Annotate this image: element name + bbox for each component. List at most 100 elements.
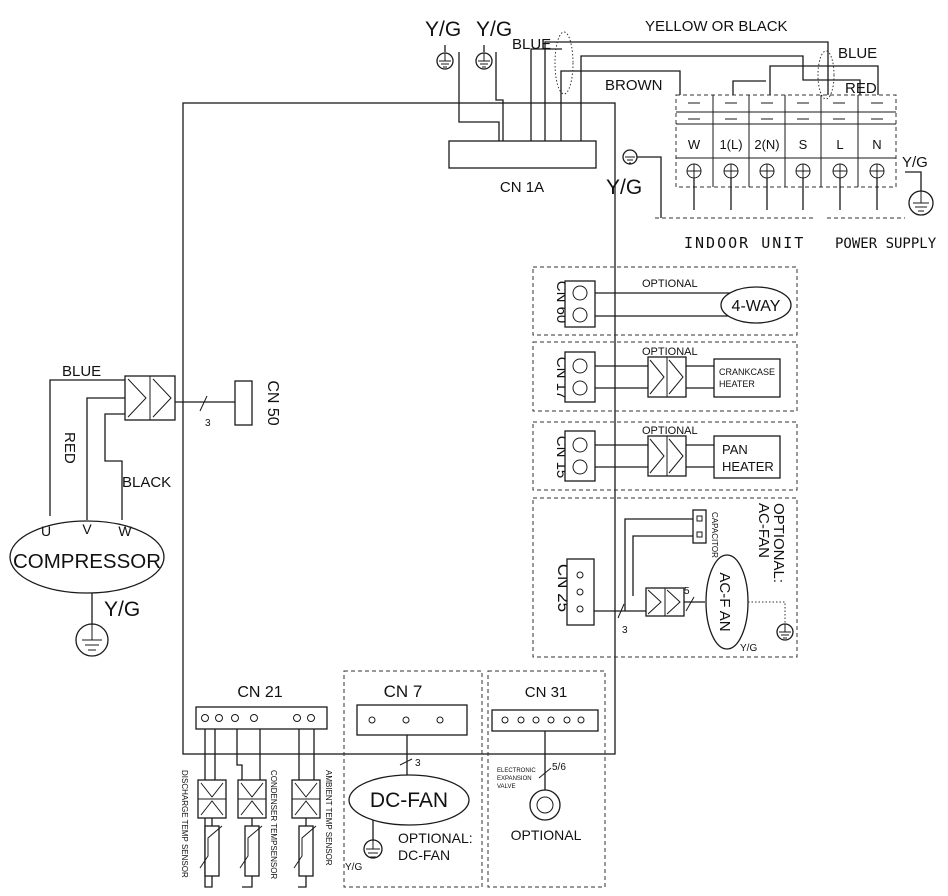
cable-bundle-right <box>817 50 835 100</box>
crankcase-heater-line2: HEATER <box>719 379 755 389</box>
sensor-discharge-label: DISCHARGE TEMP SENSOR <box>180 770 189 878</box>
cn15-optional-label: OPTIONAL <box>642 425 698 437</box>
terminal-label-n: N <box>872 137 881 152</box>
main-pcb-outline <box>182 102 616 755</box>
eev-optional-label: OPTIONAL <box>511 827 582 843</box>
cn31-wire-count: 5/6 <box>552 762 566 773</box>
compressor-label: COMPRESSOR <box>13 551 161 573</box>
wire-label-yellow-or-black: YELLOW OR BLACK <box>645 18 788 35</box>
capacitor-label: CAPACITOR <box>710 512 719 558</box>
eev-label-line2: EXPANSION <box>497 776 532 782</box>
optional-dcfan-line2: DC-FAN <box>398 847 450 863</box>
ground-icon-power <box>908 190 934 216</box>
terminal-label-l: L <box>836 137 843 152</box>
cn60-connector <box>564 280 596 328</box>
cn15-plug <box>647 435 687 477</box>
cn7-pins <box>368 716 444 724</box>
capacitor-wire-1 <box>624 518 693 611</box>
compressor-v: V <box>82 521 92 537</box>
sensor-condenser <box>237 779 267 877</box>
cn7-label: CN 7 <box>384 682 423 701</box>
power-ground-wire <box>905 171 922 191</box>
compressor-w: W <box>118 523 132 539</box>
cn1a-connector <box>448 140 597 169</box>
cn31-group <box>487 670 606 888</box>
compressor-u: U <box>41 523 51 539</box>
indoor-unit-label: INDOOR UNIT <box>684 234 805 252</box>
yg-label-dcfan: Y/G <box>345 862 362 873</box>
sensor-discharge <box>197 779 227 877</box>
cn31-pins <box>501 716 585 724</box>
cn17-connector <box>564 351 596 403</box>
capacitor <box>692 509 707 544</box>
ground-icon-dcfan <box>363 839 383 859</box>
cn21-pins <box>201 714 315 722</box>
wire-label-black: BLACK <box>122 474 171 491</box>
wire-red-cn1a <box>580 55 861 141</box>
cn17-optional-label: OPTIONAL <box>642 346 698 358</box>
optional-dcfan-line1: OPTIONAL: <box>398 830 473 846</box>
pan-heater-line1: PAN <box>722 442 748 457</box>
optional-acfan-line2: AC-FAN <box>755 503 772 558</box>
cn17-group <box>532 341 798 412</box>
cable-bundle-left <box>554 31 574 95</box>
wire-brown <box>560 70 681 141</box>
terminal-label-2n: 2(N) <box>754 137 779 152</box>
ac-fan-label: AC-F AN <box>716 572 733 631</box>
wire-label-red-right: RED <box>845 80 877 97</box>
four-way-label: 4-WAY <box>732 298 781 315</box>
eev-label-line3: VALVE <box>497 784 515 790</box>
compressor-plug <box>124 375 176 421</box>
terminal-label-w: W <box>688 137 701 152</box>
terminal-board: W 1(L) 2(N) S L N <box>675 94 897 210</box>
cn50-connector <box>234 380 253 426</box>
pan-heater <box>713 435 781 479</box>
sensor-ambient <box>291 779 321 877</box>
wire-to-2n <box>732 80 766 95</box>
cn15-connector <box>564 430 596 482</box>
crankcase-heater-line1: CRANKCASE <box>719 367 775 377</box>
wire-label-blue-right: BLUE <box>838 45 877 62</box>
four-way-valve <box>720 286 792 324</box>
terminal-label-1l: 1(L) <box>719 137 742 152</box>
power-supply-label: POWER SUPPLY <box>835 236 937 252</box>
ground-wire-1 <box>458 52 500 141</box>
wire-label-brown: BROWN <box>605 77 663 94</box>
cn25-plug <box>645 587 685 617</box>
wire-black-compressor <box>104 413 125 520</box>
cn7-group <box>343 670 483 888</box>
wire-blue-compressor <box>49 379 125 516</box>
ground-icon-top-2 <box>475 45 493 70</box>
acfan-ground-wire <box>748 601 786 624</box>
sensor-ambient-label: AMBIENT TEMP SENSOR <box>324 770 333 866</box>
eev-label-line1: ELECTRONIC <box>497 768 536 774</box>
cn17-plug <box>647 356 687 398</box>
cn15-group <box>532 421 798 491</box>
ground-icon-acfan <box>776 623 794 641</box>
yg-label-power: Y/G <box>902 154 928 171</box>
cn60-optional-label: OPTIONAL <box>642 278 698 290</box>
wire-yellow-or-black <box>544 41 829 141</box>
wire-blue-right <box>769 65 879 95</box>
crankcase-heater <box>713 358 781 398</box>
cn1a-label: CN 1A <box>500 179 544 196</box>
yg-label-indoor: Y/G <box>606 176 642 199</box>
wire-label-blue-top: BLUE <box>512 36 551 53</box>
wire-red-compressor <box>86 397 125 520</box>
indoor-ground-wire <box>637 156 662 218</box>
wire-label-blue-left: BLUE <box>62 363 101 380</box>
yg-label-compressor: Y/G <box>104 598 140 621</box>
cn25-wire-count: 3 <box>622 625 628 636</box>
cn31-label: CN 31 <box>525 684 568 701</box>
acfan-wire-count: 5 <box>684 586 690 597</box>
cn21-label: CN 21 <box>237 684 282 701</box>
cn7-connector <box>356 704 468 736</box>
terminal-label-s: S <box>799 137 808 152</box>
wire-label-red-left: RED <box>61 432 78 464</box>
ground-wire-2 <box>495 52 504 141</box>
yg-label-acfan: Y/G <box>740 643 757 654</box>
sensor-condenser-label: CONDENSER TEMPSENSOR <box>269 770 278 879</box>
optional-acfan-line1: OPTIONAL: <box>770 503 787 583</box>
cn50-label: CN 50 <box>264 380 281 425</box>
